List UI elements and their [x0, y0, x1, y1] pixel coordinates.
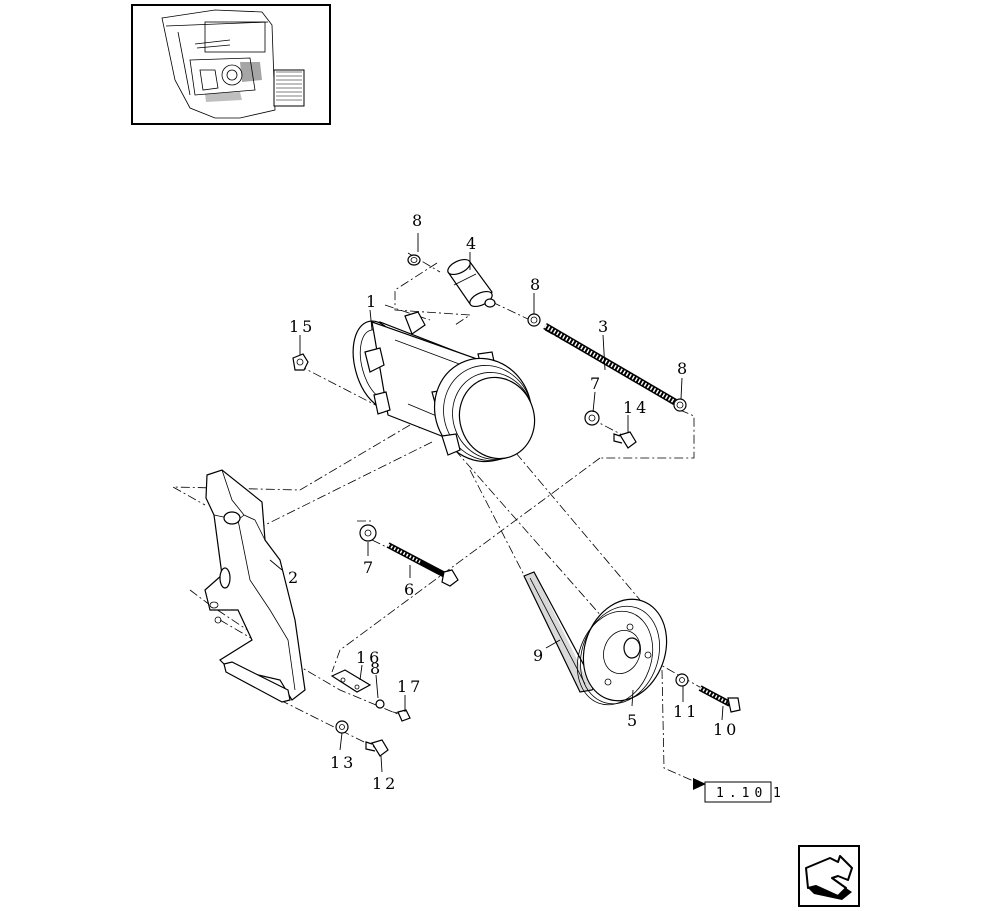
- clip-plate[interactable]: [330, 669, 372, 693]
- drive-belt[interactable]: [523, 571, 596, 693]
- compressor-body[interactable]: [344, 311, 546, 475]
- callout-2: 2: [288, 568, 301, 587]
- reference-link[interactable]: 1.10 1: [693, 778, 786, 803]
- leader-lines: [269, 233, 724, 773]
- long-bolt[interactable]: [386, 542, 459, 587]
- nut-right[interactable]: [673, 398, 687, 412]
- reference-text: 1.10: [716, 786, 767, 801]
- nut-left[interactable]: [292, 353, 309, 371]
- threaded-rod[interactable]: [543, 322, 677, 406]
- nut-mid[interactable]: [527, 313, 541, 327]
- nut-top[interactable]: [407, 254, 421, 266]
- callout-13: 13: [330, 753, 356, 772]
- callout-6: 6: [404, 580, 417, 599]
- callout-15: 15: [289, 317, 315, 336]
- callout-12: 12: [372, 774, 398, 793]
- callout-16: 16: [356, 648, 382, 667]
- screw-small[interactable]: [392, 709, 411, 722]
- pulley-bolt[interactable]: [698, 685, 741, 713]
- callout-3: 3: [598, 317, 611, 336]
- cab-locator-thumbnail[interactable]: [131, 4, 331, 125]
- bolt-small-upper[interactable]: [613, 431, 637, 449]
- callout-14: 14: [623, 398, 649, 417]
- callout-10: 10: [713, 720, 739, 739]
- washer-pulley[interactable]: [675, 673, 689, 687]
- callout-7: 7: [363, 558, 376, 577]
- callout-1: 1: [366, 292, 379, 311]
- pulley[interactable]: [565, 587, 681, 715]
- bolt-bottom[interactable]: [365, 739, 389, 757]
- mounting-bracket[interactable]: [204, 469, 306, 703]
- return-arrow-icon[interactable]: [798, 845, 860, 907]
- callout-5: 5: [627, 711, 640, 730]
- callout-4: 4: [466, 234, 479, 253]
- spacer-sleeve[interactable]: [446, 256, 496, 309]
- callout-11: 11: [673, 702, 699, 721]
- callout-8: 8: [677, 359, 690, 378]
- washer-small[interactable]: [375, 699, 385, 709]
- reference-suffix: 1: [773, 786, 786, 801]
- washer-upper[interactable]: [584, 410, 600, 426]
- callout-8: 8: [530, 275, 543, 294]
- callout-8: 8: [412, 211, 425, 230]
- callout-18: 8: [370, 659, 383, 678]
- callout-labels: 8 4 8 1 15 3 8 7 14 2 7 6 9 16 8 17 5 11…: [288, 211, 739, 793]
- washer-bottom[interactable]: [335, 720, 349, 734]
- callout-9: 9: [533, 646, 546, 665]
- callout-7: 7: [590, 374, 603, 393]
- washer-lower[interactable]: [359, 524, 377, 542]
- callout-17: 17: [397, 677, 423, 696]
